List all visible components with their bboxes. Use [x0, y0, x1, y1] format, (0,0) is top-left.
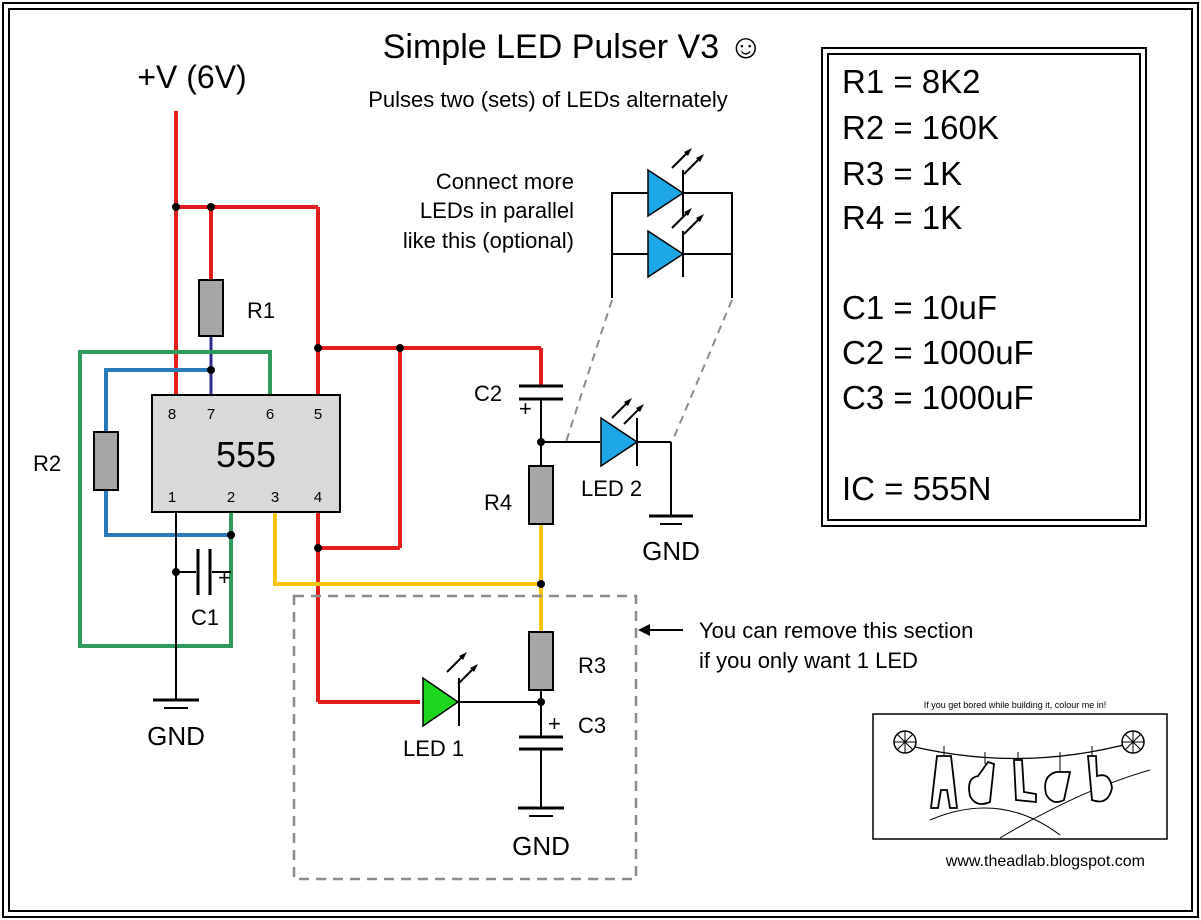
c1-plus: +	[218, 565, 231, 590]
remove-note-arrowhead	[638, 624, 650, 636]
ic-label: 555	[216, 434, 276, 475]
capacitor-c3	[519, 735, 563, 751]
website-url: www.theadlab.blogspot.com	[945, 853, 1145, 870]
resistor-r4	[528, 465, 554, 525]
capacitor-c2	[519, 384, 563, 401]
gnd-label-right: GND	[642, 536, 700, 566]
ic-pin-7: 7	[207, 406, 215, 423]
inner-border	[8, 8, 1193, 912]
parallel-leds	[611, 148, 733, 298]
colour-me-caption: If you get bored while building it, colo…	[924, 700, 1107, 710]
c2-label: C2	[474, 381, 502, 406]
parts-list: R1 = 8K2 R2 = 160K R3 = 1K R4 = 1K C1 = …	[842, 63, 1034, 507]
remove-note-line-2: if you only want 1 LED	[699, 648, 918, 673]
supply-label: +V (6V)	[137, 59, 246, 95]
parts-list-item: C3 = 1000uF	[842, 379, 1034, 416]
led-1	[422, 652, 478, 728]
ground-symbol-c3	[518, 806, 564, 817]
ground-symbol-c1	[153, 698, 199, 709]
c2-plus: +	[519, 396, 532, 421]
ground-wires	[175, 400, 672, 808]
ground-symbol-led2	[649, 514, 693, 525]
parts-list-border-inner	[827, 53, 1141, 521]
ic-555: 555 8 7 6 5 1 2 3 4	[151, 394, 341, 513]
parallel-note-line-2: LEDs in parallel	[420, 198, 574, 223]
diagram-subtitle: Pulses two (sets) of LEDs alternately	[368, 87, 727, 112]
c3-plus: +	[548, 711, 561, 736]
adlab-logo	[872, 713, 1168, 840]
supply-wires	[174, 111, 543, 704]
parts-list-item: R3 = 1K	[842, 155, 962, 192]
junction-dots	[172, 203, 545, 706]
resistor-r1	[198, 279, 224, 337]
ic-pin-5: 5	[314, 406, 322, 423]
parallel-note-line-3: like this (optional)	[403, 228, 574, 253]
led-2	[600, 398, 644, 468]
threshold-wires	[78, 350, 272, 648]
r4-label: R4	[484, 490, 512, 515]
parts-list-item: R4 = 1K	[842, 199, 962, 236]
parts-list-item: R2 = 160K	[842, 109, 999, 146]
ic-pin-3: 3	[271, 489, 279, 506]
ic-pin-2: 2	[227, 489, 235, 506]
parts-list-item: IC = 555N	[842, 470, 992, 507]
r1-label: R1	[247, 298, 275, 323]
parallel-note-line-1: Connect more	[436, 169, 574, 194]
led2-label: LED 2	[581, 476, 642, 501]
optional-section-outline	[292, 594, 638, 881]
output-wires	[273, 512, 543, 632]
r3-label: R3	[578, 653, 606, 678]
parts-list-item: R1 = 8K2	[842, 63, 981, 100]
gnd-label-bottom: GND	[512, 831, 570, 861]
ic-pin-1: 1	[168, 489, 176, 506]
c3-label: C3	[578, 713, 606, 738]
resistor-r2	[93, 431, 119, 491]
ic-pin-8: 8	[168, 406, 176, 423]
diagram-title: Simple LED Pulser V3 ☺	[383, 28, 764, 66]
resistor-r3	[528, 631, 554, 691]
parallel-guide-right	[671, 299, 733, 443]
r2-label: R2	[33, 451, 61, 476]
trigger-wires	[104, 368, 231, 537]
c1-label: C1	[191, 605, 219, 630]
parts-list-border-outer	[821, 47, 1147, 527]
parts-list-item: C2 = 1000uF	[842, 334, 1034, 371]
parallel-guide-left	[565, 299, 613, 443]
ic-pin-4: 4	[314, 489, 322, 506]
capacitor-c1	[196, 549, 212, 595]
gnd-label-left: GND	[147, 721, 205, 751]
ic-pin-6: 6	[266, 406, 274, 423]
parts-list-item: C1 = 10uF	[842, 289, 997, 326]
led1-label: LED 1	[403, 736, 464, 761]
remove-note-line-1: You can remove this section	[699, 618, 973, 643]
